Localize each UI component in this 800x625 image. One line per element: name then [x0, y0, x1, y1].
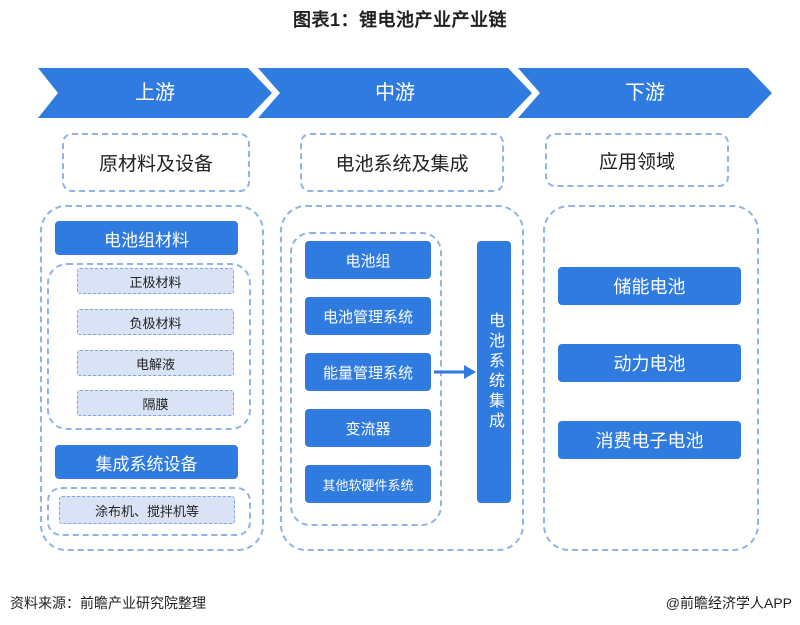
- stage-arrow-upstream: [38, 68, 272, 118]
- heading-downstream: 应用领域: [545, 133, 729, 187]
- chart-title: 图表1：锂电池产业产业链: [292, 10, 507, 30]
- equipment-item-coating-mixing: 涂布机、搅拌机等: [59, 496, 235, 524]
- mid-item-bms: 电池管理系统: [305, 297, 431, 335]
- material-item-cathode: 正极材料: [77, 268, 234, 294]
- app-item-energy-storage: 储能电池: [558, 267, 741, 305]
- material-item-electrolyte: 电解液: [77, 350, 234, 376]
- material-item-anode: 负极材料: [77, 309, 234, 335]
- mid-item-ems: 能量管理系统: [305, 353, 431, 391]
- stage-arrows: [38, 68, 772, 118]
- stage-label-downstream: 下游: [625, 82, 665, 104]
- app-item-consumer-electronics: 消费电子电池: [558, 421, 741, 459]
- integration-equipment-header: 集成系统设备: [55, 445, 238, 479]
- source-note: 资料来源：前瞻产业研究院整理: [10, 595, 206, 611]
- battery-materials-header: 电池组材料: [55, 221, 238, 255]
- battery-system-integration-label: 电池系统集成: [486, 312, 503, 432]
- app-item-power-battery: 动力电池: [558, 344, 741, 382]
- heading-midstream: 电池系统及集成: [300, 133, 504, 192]
- mid-item-battery-pack: 电池组: [305, 241, 431, 279]
- flow-arrow: [434, 365, 476, 379]
- battery-system-integration: 电池系统集成: [477, 241, 511, 503]
- material-item-separator: 隔膜: [77, 390, 234, 416]
- stage-label-upstream: 上游: [135, 82, 175, 104]
- mid-item-other-systems: 其他软硬件系统: [305, 465, 431, 503]
- mid-item-converter: 变流器: [305, 409, 431, 447]
- stage-label-midstream: 中游: [375, 82, 415, 104]
- credit-note: @前瞻经济学人APP: [665, 595, 792, 611]
- heading-upstream: 原材料及设备: [62, 133, 250, 192]
- stage-arrow-downstream: [518, 68, 772, 118]
- stage-arrow-midstream: [258, 68, 532, 118]
